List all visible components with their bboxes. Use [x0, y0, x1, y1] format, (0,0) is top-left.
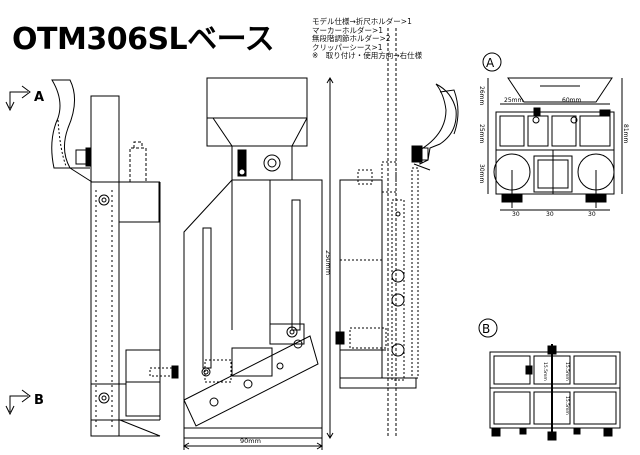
right-side-view — [335, 28, 459, 438]
left-side-view — [51, 79, 179, 437]
dim-width-90: 90mm — [240, 437, 261, 445]
dim-top-25: 25mm — [504, 97, 523, 104]
dim-bot-30a: 30 — [512, 211, 520, 218]
drawing-title: OTM306SLベース — [12, 22, 275, 57]
view-a-marker: A — [486, 56, 495, 70]
dim-bot-30c: 30 — [588, 211, 596, 218]
arrow-a-label: A — [34, 90, 44, 105]
view-a-detail: A 25mm 60mm — [478, 52, 629, 218]
note-line: モデル仕様→折尺ホルダー>1 — [312, 17, 412, 26]
view-arrow-b: B — [5, 389, 44, 416]
dim-top-60: 60mm — [562, 97, 581, 104]
dim-b-15c: 15.5mm — [564, 396, 570, 415]
dim-b-15b: 15.5mm — [564, 362, 570, 381]
arrow-b-label: B — [34, 393, 44, 408]
dim-left-25: 25mm — [478, 124, 485, 143]
front-view: 90mm 250mm — [183, 77, 334, 450]
dim-bot-30b: 30 — [546, 211, 554, 218]
dim-height-250: 250mm — [324, 250, 332, 275]
dim-right-81: 81mm — [622, 124, 629, 143]
note-line: ※ 取り付け・使用方向→右仕様 — [312, 51, 423, 61]
dim-left-26: 26mm — [478, 86, 485, 105]
view-b-marker: B — [482, 322, 490, 336]
note-line: クリッパーシース>1 — [312, 42, 383, 52]
view-arrow-a: A — [5, 85, 44, 112]
dim-b-15a: 15.5mm — [542, 362, 548, 381]
dim-left-30: 30mm — [478, 164, 485, 183]
spec-notes: モデル仕様→折尺ホルダー>1 マーカーホルダー>1 無段階調節ホルダー>2 クリ… — [312, 17, 423, 61]
note-line: マーカーホルダー>1 — [312, 25, 384, 35]
note-line: 無段階調節ホルダー>2 — [312, 34, 391, 44]
view-b-detail: B 15.5mm 15.5mm 15.5mm — [478, 318, 621, 441]
